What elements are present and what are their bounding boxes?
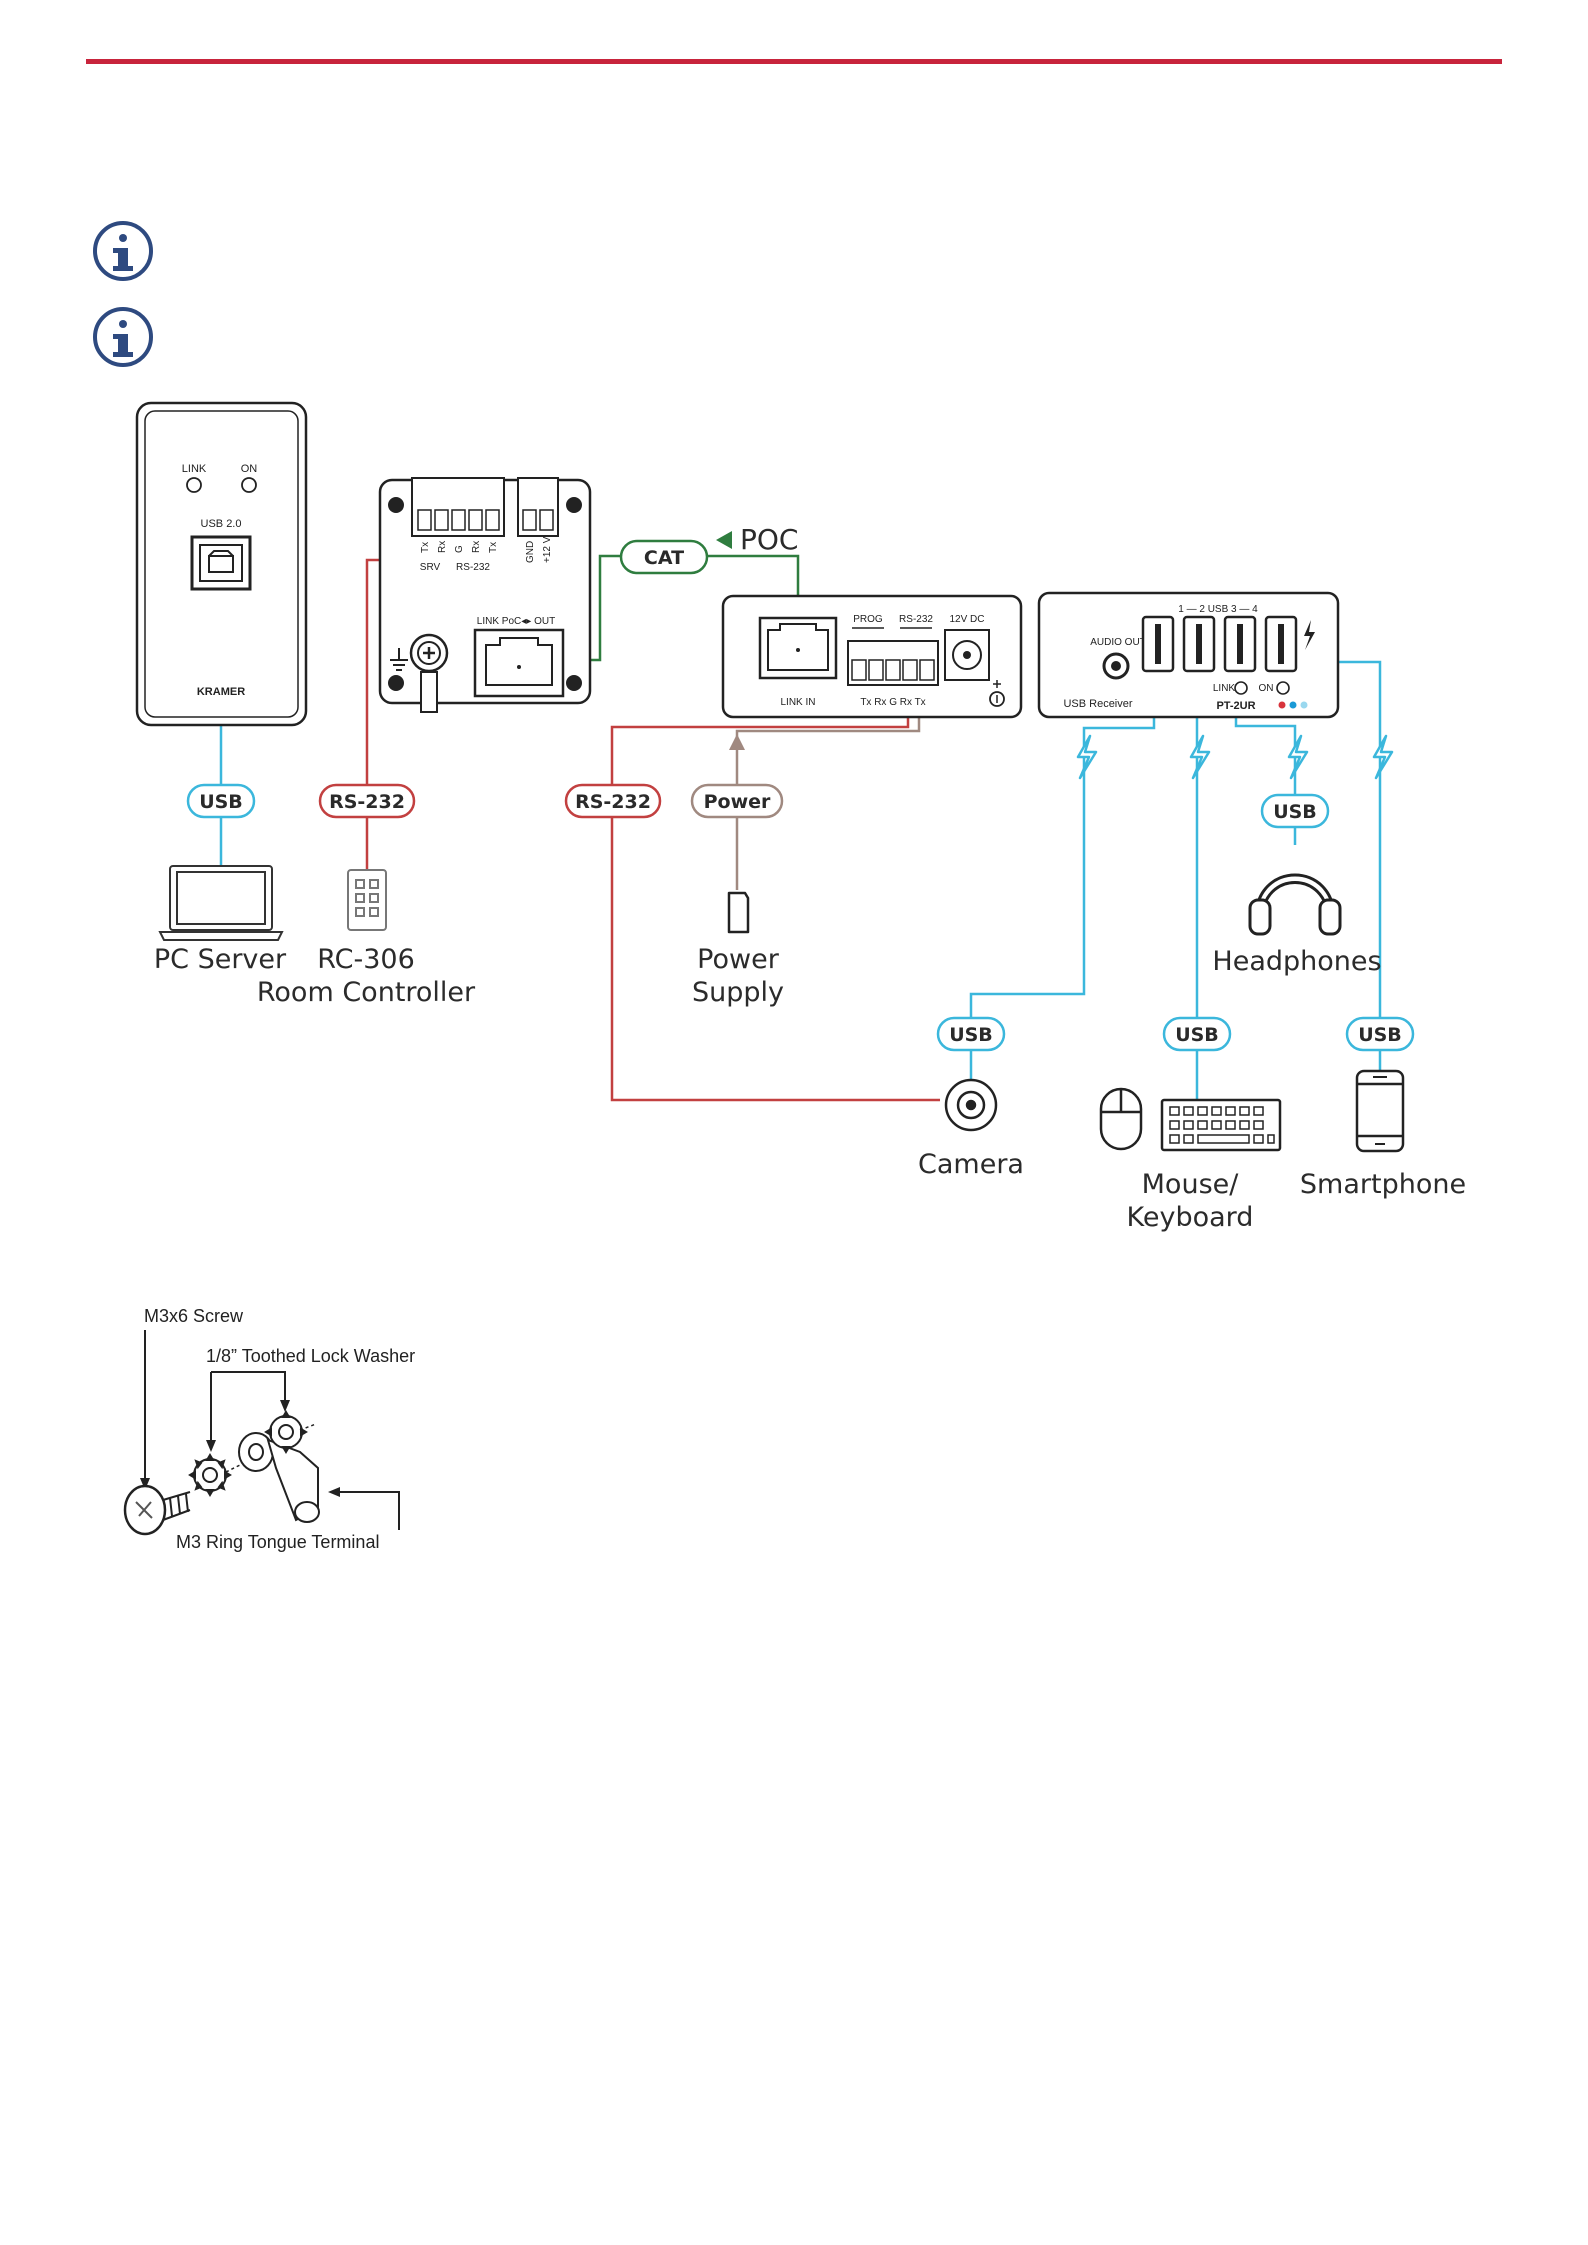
wireless-bolt-icon: [1076, 734, 1098, 780]
camera-icon: [944, 1078, 998, 1132]
receiver-audio-out: AUDIO OUT: [1090, 637, 1146, 648]
terminal-label: M3 Ring Tongue Terminal: [176, 1532, 379, 1552]
wall-plate-brand: KRAMER: [197, 686, 245, 698]
ground-icon: [390, 648, 408, 671]
smartphone-label: Smartphone: [1300, 1169, 1466, 1200]
power-supply-line1: Power: [697, 944, 780, 975]
rc-306-label: RC-306: [317, 944, 415, 975]
headphones-icon: [1248, 873, 1342, 936]
link-led: [186, 477, 202, 493]
wireless-bolt-icon: [1287, 734, 1309, 780]
pc-server-label: PC Server: [154, 944, 287, 975]
wall-plate-on-label: ON: [241, 463, 258, 475]
extender-rs232: RS-232: [899, 614, 933, 625]
receiver-usb-header: 1 — 2 USB 3 — 4: [1178, 604, 1258, 615]
camera-label: Camera: [918, 1149, 1024, 1180]
transmitter-module: Tx Rx G Rx Tx GND +12 V SRV RS-232 LINK …: [378, 477, 592, 713]
rs232-cable-camera: [610, 700, 940, 1102]
svg-text:USB: USB: [1273, 801, 1317, 823]
svg-text:USB: USB: [949, 1024, 993, 1046]
receiver-link: LINK: [1213, 683, 1236, 694]
extender-dc: 12V DC: [949, 614, 984, 625]
poc-label: POC: [716, 523, 798, 556]
cable-pill-rs232-camera: RS-232: [564, 783, 662, 819]
on-led: [241, 477, 257, 493]
receiver-model: PT-2UR: [1216, 700, 1255, 712]
receiver-on: ON: [1259, 683, 1274, 694]
power-supply-line2: Supply: [692, 977, 784, 1008]
svg-text:USB: USB: [1358, 1024, 1402, 1046]
svg-text:RS-232: RS-232: [575, 791, 651, 813]
svg-text:POC: POC: [740, 523, 798, 556]
wireless-bolt-icon: [1189, 734, 1211, 780]
extender-link-in: LINK IN: [780, 697, 815, 708]
tx-link-label: LINK PoC◂▸ OUT: [477, 616, 555, 627]
cable-pill-usb-headphones: USB: [1260, 793, 1330, 829]
receiver-usb-label: USB Receiver: [1063, 698, 1132, 710]
tx-pin-1: Tx: [420, 542, 431, 553]
cable-pill-usb-keyboard: USB: [1162, 1016, 1232, 1052]
cable-pill-power: Power: [690, 783, 784, 819]
tx-pin-3: G: [454, 545, 465, 553]
usb-receiver-module: AUDIO OUT USB Receiver 1 — 2 USB 3 — 4 L…: [1037, 591, 1340, 719]
tx-rs232-label: RS-232: [456, 562, 490, 573]
laptop-icon: [158, 865, 284, 941]
receiver-link-led: [1234, 681, 1248, 695]
wall-plate-usb-label: USB 2.0: [201, 518, 242, 530]
svg-text:CAT: CAT: [644, 547, 684, 569]
tx-pin-4: Rx: [471, 541, 482, 553]
wireless-bolt-icon: [1372, 734, 1394, 780]
tx-power-pin-1: GND: [525, 541, 536, 563]
lock-washer: [264, 1410, 308, 1454]
mouse-keyboard-line2: Keyboard: [1127, 1202, 1254, 1233]
mouse-icon: [1099, 1087, 1143, 1151]
tx-srv-label: SRV: [420, 562, 441, 573]
power-arrow: [729, 734, 745, 750]
wall-plate-link-label: LINK: [182, 463, 207, 475]
keyboard-icon: [1160, 1098, 1282, 1152]
power-supply-icon: [727, 891, 750, 934]
room-controller-label: Room Controller: [257, 977, 476, 1008]
usb-cable-camera: [969, 700, 1156, 1085]
usb-cable-smartphone: [1278, 660, 1382, 1078]
screw-label: M3x6 Screw: [144, 1306, 244, 1326]
smartphone-icon: [1355, 1069, 1405, 1153]
extender-pins: Tx Rx G Rx Tx: [860, 697, 925, 708]
headphones-label: Headphones: [1212, 946, 1381, 977]
mouse-keyboard-line1: Mouse/: [1142, 1169, 1240, 1200]
washer-label: 1/8” Toothed Lock Washer: [206, 1346, 415, 1366]
svg-text:Power: Power: [704, 791, 771, 813]
receiver-on-led: [1276, 681, 1290, 695]
svg-text:RS-232: RS-232: [329, 791, 405, 813]
top-rule: [86, 59, 1502, 64]
cable-pill-usb-pc: USB: [186, 783, 256, 819]
tx-pin-2: Rx: [437, 541, 448, 553]
cable-pill-usb-smartphone: USB: [1345, 1016, 1415, 1052]
room-controller-icon: [347, 869, 387, 931]
lock-washer: [188, 1453, 232, 1497]
tx-power-pin-2: +12 V: [542, 536, 553, 563]
info-icon: [93, 221, 153, 281]
svg-text:USB: USB: [199, 791, 243, 813]
cable-pill-rs232-rc: RS-232: [318, 783, 416, 819]
svg-text:USB: USB: [1175, 1024, 1219, 1046]
extender-module: LINK IN PROG RS-232 Tx Rx G Rx Tx 12V DC: [721, 594, 1023, 719]
wall-plate-transmitter: LINK ON USB 2.0 KRAMER: [135, 401, 308, 727]
charge-bolt-icon: [1304, 620, 1315, 650]
cable-pill-usb-camera: USB: [936, 1016, 1006, 1052]
info-icon: [93, 307, 153, 367]
ring-terminal: [238, 1432, 320, 1523]
grounding-hardware-diagram: M3x6 Screw 1/8” Toothed Lock Washer M3 R…: [123, 1306, 415, 1552]
extender-prog: PROG: [853, 614, 883, 625]
cable-pill-cat: CAT: [619, 539, 709, 575]
tx-pin-5: Tx: [488, 542, 499, 553]
